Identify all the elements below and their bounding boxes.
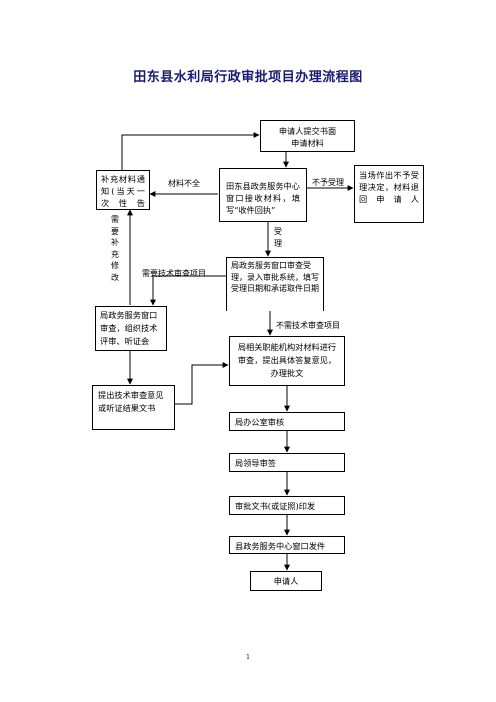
edge-review-to-tech [150,275,226,306]
label-not-accepted: 不予受理 [312,178,344,187]
label-no-tech: 不需技术审查项目 [276,321,340,330]
page-number: 1 [246,654,250,661]
page-title: 田东县水利局行政审批项目办理流程图 [133,70,363,85]
edge-result-to-dept [175,362,229,405]
label-accept: 受理 [274,227,282,248]
label-incomplete: 材料不全 [168,179,200,188]
node-doc-issue: 审批文书(或证照)印发 [229,496,345,515]
node-tech-organize: 局政务服务窗口审查，组织技术评审、听证会 [95,306,167,351]
label-need-tech: 需要技术审查项目 [142,269,206,278]
node-reject: 当场作出不予受理决定，材料退回申请人 [354,165,424,223]
edge-supplement-to-submit [121,132,260,170]
label-need-supplement: 需要补充修改 [111,215,119,282]
node-window-receive: 田东县政务服务中心窗口接收材料，填写“收件回执” [219,168,307,222]
node-submit: 申请人提交书面申请材料 [260,120,355,152]
node-applicant: 申请人 [250,571,322,591]
node-dept-review: 局相关职能机构对材料进行审查，提出具体答复意见，办理批文 [229,336,345,386]
node-review-entry: 局政务服务窗口审查受理，录入审批系统，填写受理日期和承诺取件日期 [226,257,324,311]
node-tech-result: 提出技术审查意见或听证结果文书 [92,385,175,430]
node-supplement: 补充材料通知(当天一次性告 [96,170,150,210]
node-center-issue: 县政务服务中心窗口发件 [229,536,345,554]
node-leader-sign: 局领导审签 [229,453,345,472]
node-office-review: 局办公室审核 [229,412,345,431]
